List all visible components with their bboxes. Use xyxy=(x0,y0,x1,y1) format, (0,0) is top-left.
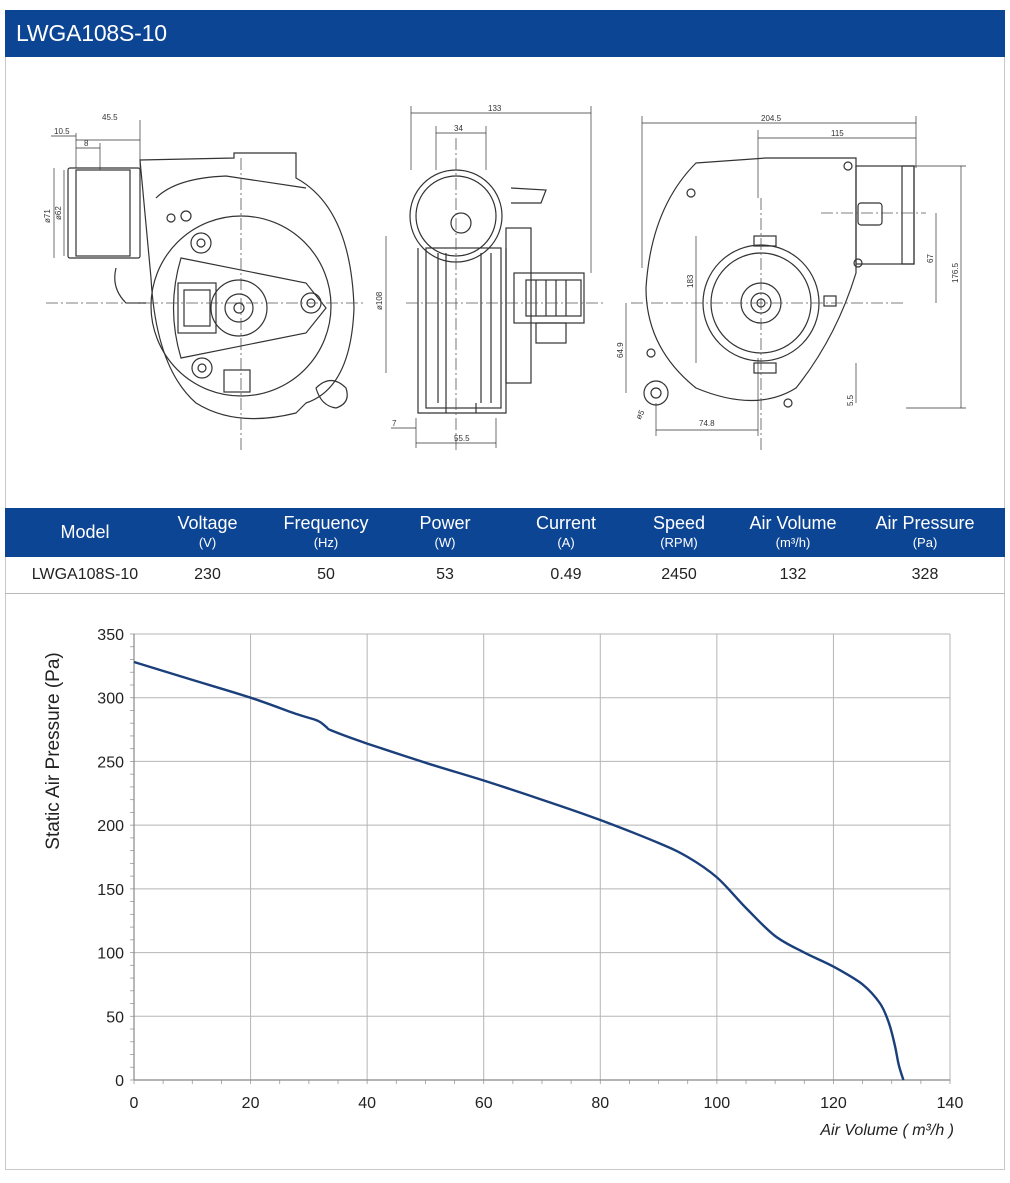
y-tick-labels: 0 50 100 150 200 250 300 350 xyxy=(97,627,124,1090)
cell-power: 53 xyxy=(436,566,454,583)
x-tick-labels: 0 20 40 60 80 100 120 140 xyxy=(130,1095,964,1112)
dim-label: 64.9 xyxy=(616,342,625,358)
dim-label: 5.5 xyxy=(846,394,855,406)
col-speed: Speed (RPM) xyxy=(652,513,706,550)
title-bar: LWGA108S-10 xyxy=(5,10,1005,57)
spec-table-header: Model Voltage (V) Frequency (Hz) Power (… xyxy=(5,508,1005,557)
cell-frequency: 50 xyxy=(317,566,335,583)
dim-label: 34 xyxy=(454,124,463,133)
col-model: Model xyxy=(60,522,110,542)
table-row: LWGA108S-10 230 50 53 0.49 2450 132 328 xyxy=(5,557,1005,594)
x-tick-label: 40 xyxy=(358,1095,376,1112)
chart-minor-ticks xyxy=(130,633,951,1084)
col-voltage: Voltage (V) xyxy=(177,513,238,550)
y-tick-label: 100 xyxy=(97,946,124,963)
dim-label: 133 xyxy=(488,104,502,113)
dim-label: 204.5 xyxy=(761,114,782,123)
x-tick-label: 60 xyxy=(475,1095,493,1112)
col-power: Power (W) xyxy=(419,513,471,550)
performance-chart: 0 50 100 150 200 250 300 350 0 20 40 60 80 100 120 140… xyxy=(43,627,964,1139)
x-tick-label: 80 xyxy=(591,1095,609,1112)
x-tick-label: 120 xyxy=(820,1095,847,1112)
dim-label: 183 xyxy=(686,274,695,288)
cell-air-pressure: 328 xyxy=(911,566,939,583)
y-tick-label: 250 xyxy=(97,754,124,771)
cell-air-volume: 132 xyxy=(779,566,807,583)
front-view-drawing xyxy=(67,152,355,420)
dim-label: 176.5 xyxy=(951,262,960,283)
dim-label: 55.5 xyxy=(454,434,470,443)
page-title: LWGA108S-10 xyxy=(16,20,167,46)
x-tick-label: 100 xyxy=(704,1095,731,1112)
chart-axes xyxy=(133,634,950,1081)
rear-view-drawing xyxy=(643,157,915,408)
pressure-curve xyxy=(133,660,905,1081)
col-air-volume: Air Volume (m³/h) xyxy=(749,513,837,550)
x-tick-label: 0 xyxy=(130,1095,139,1112)
y-tick-label: 50 xyxy=(106,1009,124,1026)
chart-grid xyxy=(134,633,951,1080)
y-axis-label: Static Air Pressure (Pa) xyxy=(43,652,64,849)
cell-current: 0.49 xyxy=(550,566,582,583)
x-tick-label: 20 xyxy=(242,1095,260,1112)
col-current: Current (A) xyxy=(535,513,597,550)
dim-label: ø71 xyxy=(43,209,52,223)
cell-speed: 2450 xyxy=(661,566,697,583)
col-frequency: Frequency (Hz) xyxy=(283,513,369,550)
dim-label: 45.5 xyxy=(102,113,118,122)
dim-label: 8 xyxy=(84,139,89,148)
dim-label: ø62 xyxy=(54,206,63,220)
y-tick-label: 300 xyxy=(97,691,124,708)
dim-label: 7 xyxy=(392,419,397,428)
y-tick-label: 350 xyxy=(97,627,124,644)
y-tick-label: 150 xyxy=(97,882,124,899)
dim-label: 10.5 xyxy=(54,127,70,136)
dim-label: 115 xyxy=(831,129,844,138)
dim-label: ø5 xyxy=(634,408,647,421)
cell-model: LWGA108S-10 xyxy=(31,566,139,583)
dim-label: 67 xyxy=(926,254,935,263)
col-air-pressure: Air Pressure (Pa) xyxy=(875,513,975,550)
dim-label: ø108 xyxy=(375,291,384,310)
technical-drawings: 45.5 10.5 8 ø71 ø62 133 34 ø108 7 55.5 2… xyxy=(43,104,966,453)
dim-label: 74.8 xyxy=(699,419,715,428)
side-view-drawing xyxy=(409,169,585,414)
x-tick-label: 140 xyxy=(937,1095,964,1112)
x-axis-label: Air Volume ( m³/h ) xyxy=(819,1122,954,1139)
cell-voltage: 230 xyxy=(194,566,221,583)
y-tick-label: 200 xyxy=(97,818,124,835)
y-tick-label: 0 xyxy=(115,1073,124,1090)
